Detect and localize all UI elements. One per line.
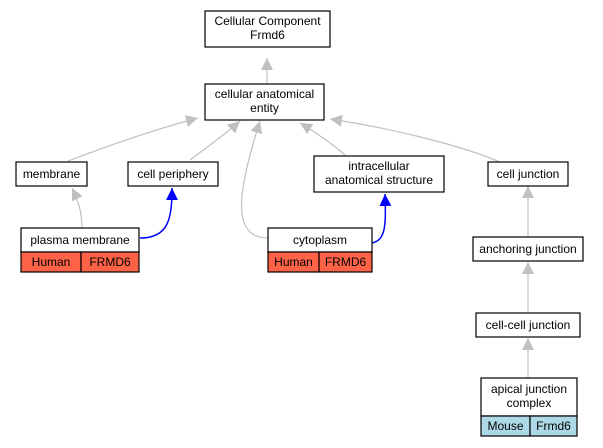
annotation-apical-gene	[529, 415, 578, 437]
annotation-plasma-gene-label: FRMD6	[89, 255, 131, 269]
node-intracell-line-1: intracellular	[348, 159, 409, 173]
annotation-plasma-gene	[80, 251, 140, 273]
annotation-cytoplasm-gene	[318, 251, 373, 273]
node-root-line-1: Cellular Component	[214, 14, 321, 28]
edge-plasma-to-periphery	[139, 187, 178, 239]
node-cytoplasm-label: cytoplasm	[293, 233, 347, 247]
annotation-cytoplasm-species-label: Human	[274, 255, 313, 269]
node-junction-label: cell junction	[497, 167, 560, 181]
node-cell-periphery[interactable]: cell periphery	[127, 161, 219, 187]
node-root[interactable]: Cellular Component Frmd6	[204, 10, 331, 48]
node-root-line-2: Frmd6	[250, 28, 285, 42]
edge-membrane-to-cae	[67, 115, 199, 162]
node-apical-line-1: apical junction	[491, 382, 567, 396]
node-intracellular-anatomical-structure[interactable]: intracellular anatomical structure	[313, 155, 445, 193]
node-cell-junction[interactable]: cell junction	[487, 161, 569, 187]
node-apical-junction-complex[interactable]: apical junction complex Mouse Frmd6	[480, 377, 578, 437]
node-plasma-label: plasma membrane	[30, 233, 130, 247]
annotation-cytoplasm-gene-label: FRMD6	[325, 255, 367, 269]
annotation-apical-gene-label: Frmd6	[536, 419, 571, 433]
edge-periphery-to-cae	[189, 120, 241, 161]
node-membrane[interactable]: membrane	[15, 161, 88, 187]
node-periphery-label: cell periphery	[137, 167, 208, 181]
node-apical-line-2: complex	[507, 396, 552, 410]
node-cell-cell-junction[interactable]: cell-cell junction	[475, 312, 581, 338]
node-anchoring-junction[interactable]: anchoring junction	[472, 236, 584, 262]
edges	[67, 58, 534, 378]
node-cae-line-2: entity	[250, 101, 279, 115]
edge-cytoplasm-to-intracell	[371, 193, 392, 244]
node-cellcell-label: cell-cell junction	[486, 318, 571, 332]
node-cellular-anatomical-entity[interactable]: cellular anatomical entity	[204, 83, 325, 121]
edge-cytoplasm-to-cae	[241, 120, 269, 239]
node-membrane-label: membrane	[23, 167, 81, 181]
edge-plasma-to-membrane	[71, 187, 83, 229]
node-anchoring-label: anchoring junction	[479, 242, 576, 256]
edge-junction-to-cae	[329, 114, 501, 163]
annotation-plasma-species-label: Human	[32, 255, 71, 269]
node-intracell-line-2: anatomical structure	[325, 173, 433, 187]
edge-intracell-to-cae	[299, 122, 346, 156]
annotation-apical-species-label: Mouse	[487, 419, 523, 433]
node-cae-line-1: cellular anatomical	[215, 87, 314, 101]
node-plasma-membrane[interactable]: plasma membrane Human FRMD6	[20, 227, 140, 273]
node-cytoplasm[interactable]: cytoplasm Human FRMD6	[267, 227, 373, 273]
